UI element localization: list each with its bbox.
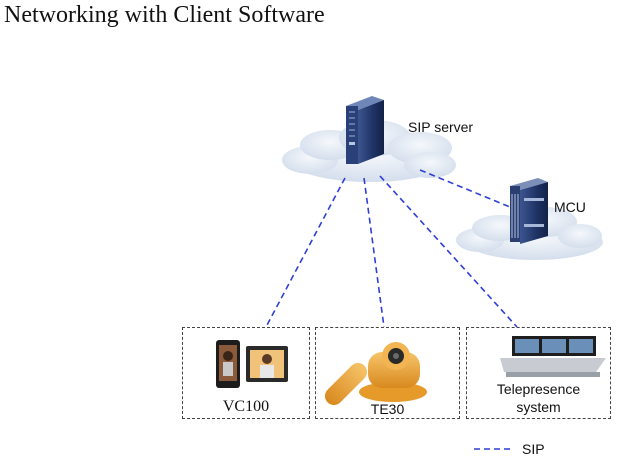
telepresence-label-line2: system (516, 399, 561, 415)
te30-camera-icon (324, 342, 427, 406)
vc100-device-icon (216, 340, 288, 388)
mcu-icon (510, 178, 548, 244)
te30-box: TE30 (315, 327, 460, 419)
legend-sip-label: SIP (522, 441, 545, 457)
sip-server-label: SIP server (408, 119, 474, 135)
telepresence-label-line1: Telepresence (496, 381, 581, 397)
telepresence-label: Telepresence system (467, 380, 610, 416)
page-title: Networking with Client Software (4, 2, 325, 28)
sip-links (265, 169, 518, 328)
telepresence-icon (500, 336, 606, 377)
telepresence-box: Telepresence system (466, 327, 611, 419)
vc100-label: VC100 (222, 398, 270, 415)
sip-server-cloud (282, 120, 456, 182)
link-server-te30 (363, 177, 385, 328)
link-server-telepresence (379, 175, 518, 328)
te30-label: TE30 (370, 401, 405, 417)
sip-server-icon (346, 96, 384, 164)
link-server-mcu (419, 169, 511, 208)
vc100-box: VC100 (182, 327, 310, 419)
mcu-label: MCU (554, 199, 586, 215)
link-server-vc100 (265, 177, 346, 328)
